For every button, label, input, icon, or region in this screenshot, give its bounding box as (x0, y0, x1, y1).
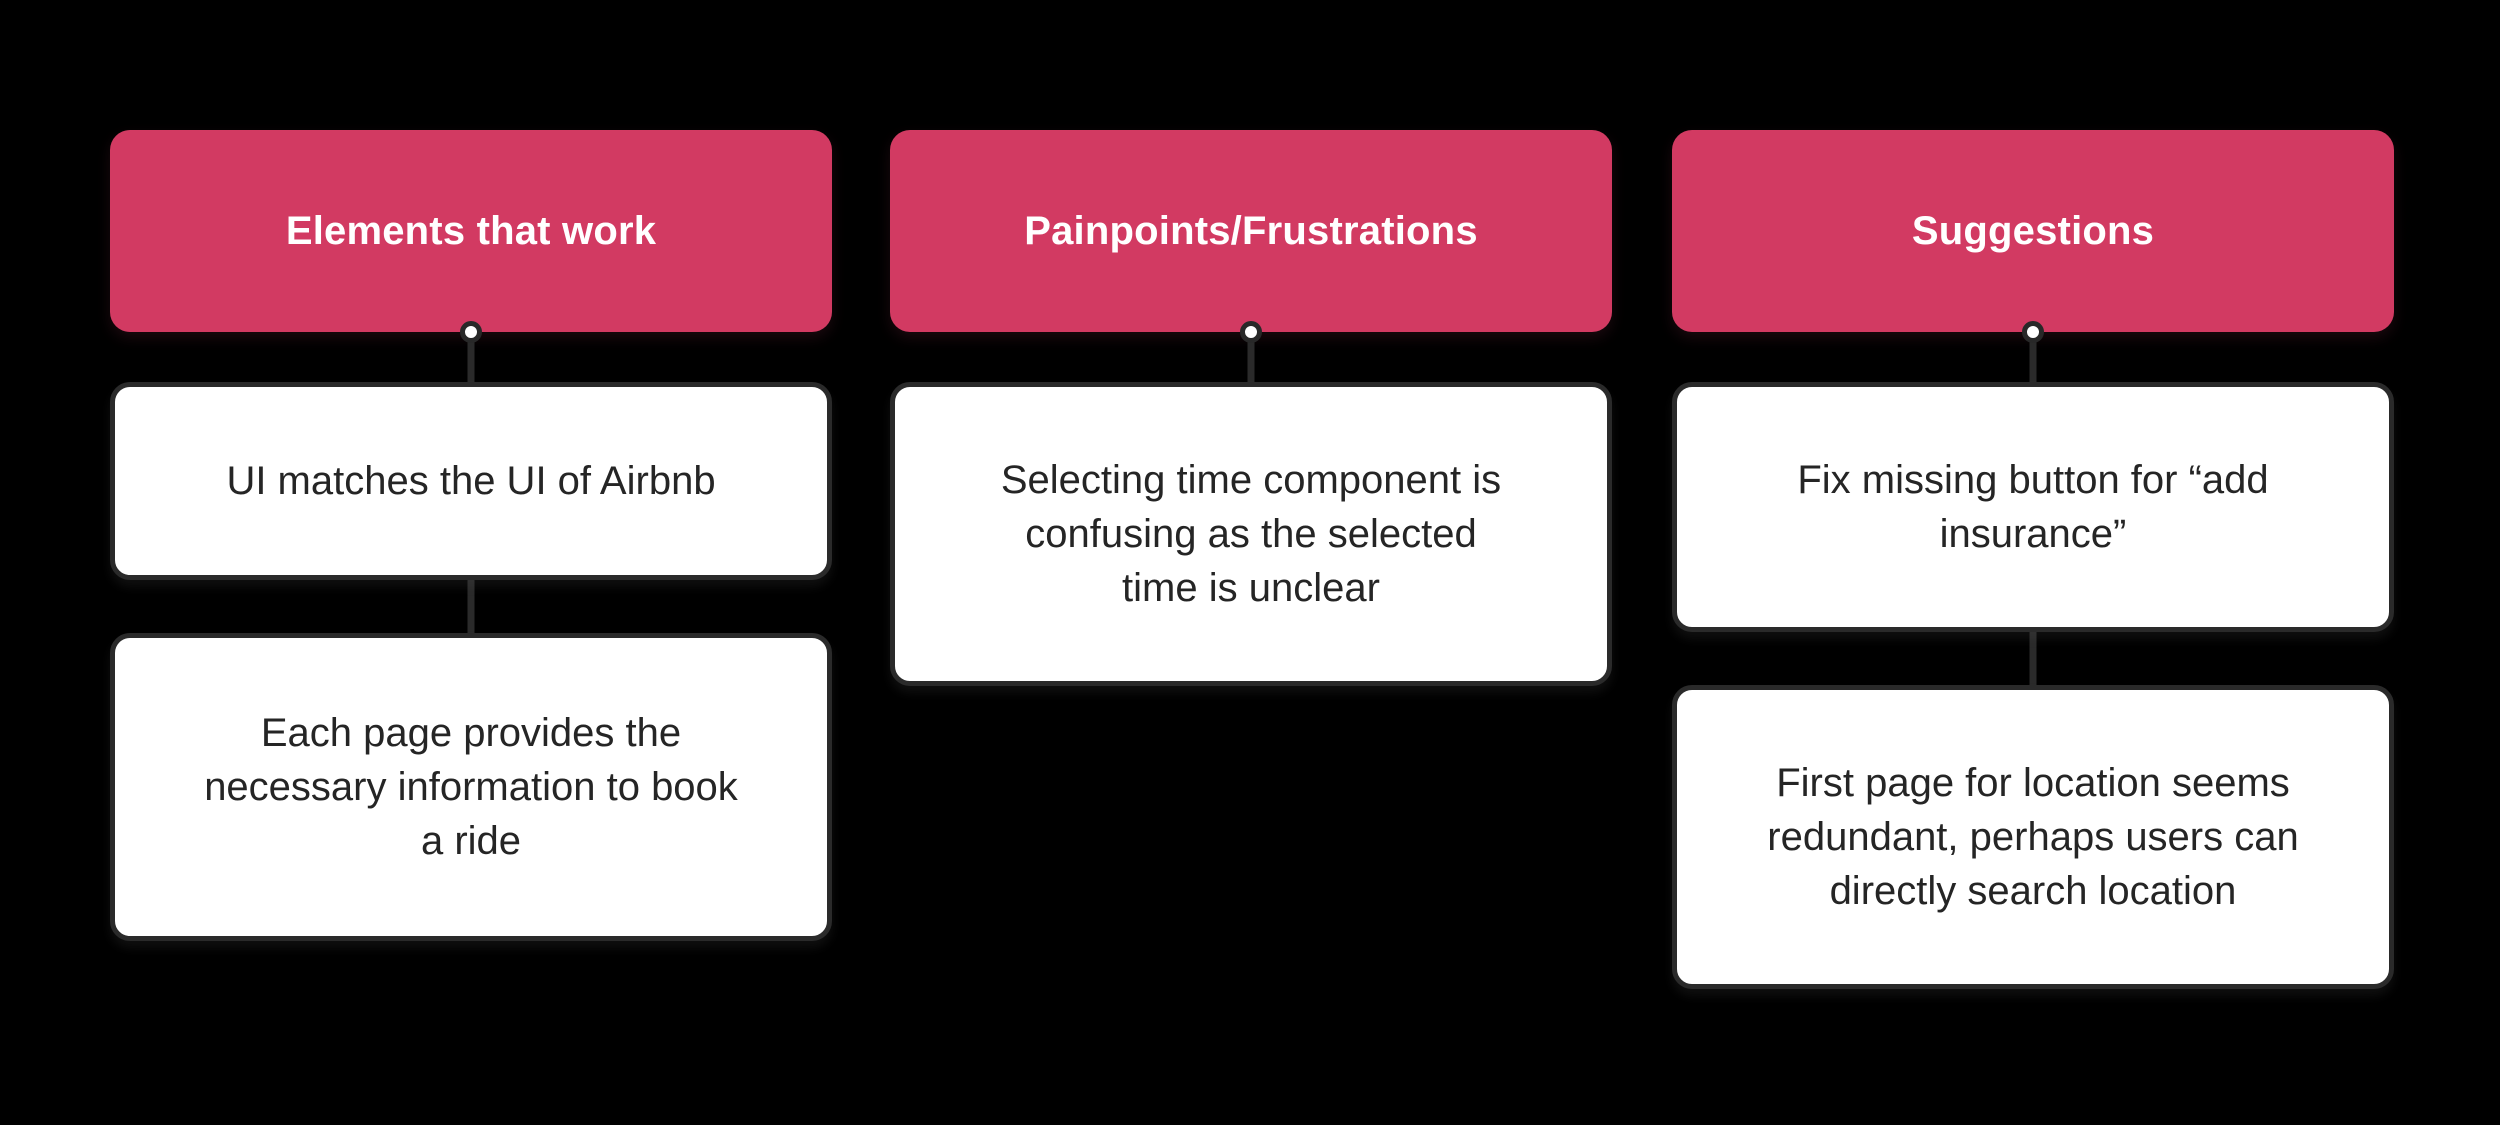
header-title: Suggestions (1911, 208, 2155, 253)
card-text: Each page provides the necessary informa… (204, 711, 738, 863)
connector-line[interactable] (2029, 328, 2037, 386)
card-each-page-provides-info[interactable]: Each page provides the necessary informa… (110, 633, 832, 941)
card-text: Selecting time component is confusing as… (1000, 458, 1502, 610)
connector-card-to-card (110, 576, 832, 637)
connector-card-to-card (1672, 628, 2394, 689)
header-node-painpoints-frustrations[interactable]: Painpoints/Frustrations (890, 130, 1612, 332)
header-node-suggestions[interactable]: Suggestions (1672, 130, 2394, 332)
connector-line[interactable] (467, 328, 475, 386)
connector-line[interactable] (2029, 628, 2037, 689)
connector-line[interactable] (1247, 328, 1255, 386)
column-suggestions: Suggestions Fix missing button for “add … (1672, 130, 2394, 989)
connector-anchor-dot[interactable] (1240, 321, 1262, 343)
connector-header-to-card (890, 321, 1612, 386)
card-ui-matches-airbnb[interactable]: UI matches the UI of Airbnb (110, 382, 832, 580)
connector-line[interactable] (467, 576, 475, 637)
connector-header-to-card (1672, 321, 2394, 386)
card-text: Fix missing button for “add insurance” (1797, 458, 2269, 556)
card-selecting-time-confusing[interactable]: Selecting time component is confusing as… (890, 382, 1612, 686)
header-title: Elements that work (285, 208, 657, 253)
card-text: UI matches the UI of Airbnb (226, 459, 716, 503)
connector-anchor-dot[interactable] (460, 321, 482, 343)
column-painpoints-frustrations: Painpoints/Frustrations Selecting time c… (890, 130, 1612, 686)
header-title: Painpoints/Frustrations (1024, 208, 1478, 253)
card-fix-missing-button[interactable]: Fix missing button for “add insurance” (1672, 382, 2394, 632)
header-node-elements-that-work[interactable]: Elements that work (110, 130, 832, 332)
column-elements-that-work: Elements that work UI matches the UI of … (110, 130, 832, 941)
connector-anchor-dot[interactable] (2022, 321, 2044, 343)
card-text: First page for location seems redundant,… (1767, 761, 2299, 913)
card-first-page-redundant[interactable]: First page for location seems redundant,… (1672, 685, 2394, 989)
connector-header-to-card (110, 321, 832, 386)
